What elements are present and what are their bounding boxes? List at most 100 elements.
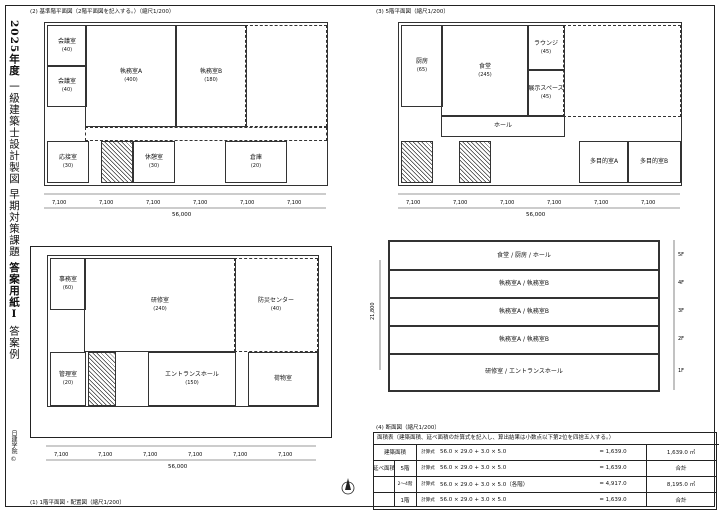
plan2-dimensions: 7,100 7,100 7,100 7,100 7,100 7,100 56,0… bbox=[44, 193, 326, 218]
plan5-elevator bbox=[459, 141, 491, 183]
row-label: 建築面積 bbox=[374, 444, 417, 460]
calc-label: 計算式 bbox=[421, 466, 435, 471]
plan2-room: 会議室(40) bbox=[47, 25, 87, 67]
plan1-dim: 7,100 bbox=[278, 452, 292, 458]
section-floor-name: 3F bbox=[678, 308, 684, 314]
plan5-room: 食堂(245) bbox=[441, 25, 529, 117]
formula: 56.0 × 29.0 + 3.0 × 5.0 bbox=[440, 465, 507, 471]
plan5-drawing: 厨房(65) 食堂(245) ラウンジ(45) 展示スペース(45) ホール 多… bbox=[398, 22, 682, 186]
formula: 56.0 × 29.0 + 3.0 × 5.0 bbox=[440, 449, 507, 455]
section-floor: 研修室 / エントランスホール bbox=[389, 353, 659, 391]
section-floor: 食堂 / 厨房 / ホール bbox=[389, 241, 659, 271]
plan5-room: ラウンジ(45) bbox=[527, 25, 565, 71]
plan2-room: 休憩室(30) bbox=[133, 141, 175, 183]
plan2-room: 応接室(30) bbox=[47, 141, 89, 183]
section-floor: 執務室A / 執務室B bbox=[389, 269, 659, 299]
plan1-dim: 7,100 bbox=[233, 452, 247, 458]
plan1-room: 荷物室 bbox=[248, 352, 318, 406]
sheet-border bbox=[5, 5, 715, 507]
plan2-room: 倉庫(20) bbox=[225, 141, 287, 183]
plan2-dim: 7,100 bbox=[240, 200, 254, 206]
plan5-room: 展示スペース(45) bbox=[527, 69, 565, 117]
plan1-room: エントランスホール(150) bbox=[148, 352, 236, 406]
plan1-room: 事務室(60) bbox=[50, 258, 86, 310]
result: = 1,639.0 bbox=[580, 492, 647, 507]
area-table: 面積表（建築面積、延べ面積の計算式を記入し、算出結果は小数点以下第2位を四捨五入… bbox=[373, 432, 719, 510]
plan2-dim: 7,100 bbox=[193, 200, 207, 206]
table-row: 建築面積 計算式 56.0 × 29.0 + 3.0 × 5.0 = 1,639… bbox=[374, 444, 716, 461]
plan2-room: 執務室B(180) bbox=[175, 25, 247, 127]
plan2-dim-total: 56,000 bbox=[172, 212, 192, 218]
section-floor-name: 1F bbox=[678, 368, 684, 374]
title-category: 早期対策課題 bbox=[8, 188, 20, 258]
plan5-dim: 7,100 bbox=[547, 200, 561, 206]
section-caption: (4) 断面図（縮尺1/200） bbox=[376, 425, 440, 431]
plan1-drawing: 事務室(60) 研修室(240) 防災センター(40) エントランスホール(15… bbox=[47, 255, 319, 407]
total-header: 合計 bbox=[675, 466, 687, 472]
plan5-dim: 7,100 bbox=[641, 200, 655, 206]
north-arrow-icon bbox=[341, 478, 355, 495]
plan2-corridor bbox=[85, 127, 327, 141]
plan1-room: 防災センター(40) bbox=[234, 258, 318, 352]
result: = 1,639.0 bbox=[580, 460, 647, 476]
table-row: 1階 計算式 56.0 × 29.0 + 3.0 × 5.0 = 1,639.0… bbox=[374, 492, 716, 507]
table-row: 延べ面積 5階 計算式 56.0 × 29.0 + 3.0 × 5.0 = 1,… bbox=[374, 460, 716, 477]
section-drawing: 食堂 / 厨房 / ホール 執務室A / 執務室B 執務室A / 執務室B 執務… bbox=[388, 240, 660, 392]
formula: 56.0 × 29.0 + 3.0 × 5.0 bbox=[440, 496, 507, 503]
section-floor-name: 5F bbox=[678, 252, 684, 258]
plan5-dim: 7,100 bbox=[594, 200, 608, 206]
plan1-dim: 7,100 bbox=[188, 452, 202, 458]
section-floor: 執務室A / 執務室B bbox=[389, 297, 659, 327]
plan1-room: 研修室(240) bbox=[84, 258, 236, 352]
plan1-stair bbox=[88, 352, 116, 406]
plan2-dim: 7,100 bbox=[52, 200, 66, 206]
plan1-dimensions: 7,100 7,100 7,100 7,100 7,100 7,100 56,0… bbox=[46, 445, 316, 470]
section-floor: 執務室A / 執務室B bbox=[389, 325, 659, 355]
side-title: 2025年度 一級建築士設計製図 早期対策課題 答案用紙Ⅰ 答案例 bbox=[2, 20, 24, 480]
section-height-label: 21,800 bbox=[370, 303, 376, 321]
plan5-dimensions: 7,100 7,100 7,100 7,100 7,100 7,100 56,0… bbox=[398, 193, 680, 218]
row-label: 延べ面積 bbox=[374, 460, 395, 476]
plan5-dim: 7,100 bbox=[453, 200, 467, 206]
plan5-seating bbox=[563, 25, 681, 117]
title-kind: 答案例 bbox=[8, 325, 20, 360]
plan1-dim-total: 56,000 bbox=[168, 464, 188, 470]
row-label bbox=[374, 476, 395, 492]
plan5-room: ホール bbox=[441, 115, 565, 137]
plan2-dim: 7,100 bbox=[99, 200, 113, 206]
total: 1,639.0 ㎡ bbox=[666, 450, 696, 456]
plan1-caption: (1) 1階平面図・配置図（縮尺1/200） bbox=[30, 500, 125, 506]
calc-label: 計算式 bbox=[421, 450, 435, 455]
plan5-dim: 7,100 bbox=[406, 200, 420, 206]
plan5-room: 多目的室A bbox=[579, 141, 629, 183]
plan2-desk-area bbox=[245, 25, 327, 127]
row-sub: 2〜4階 bbox=[394, 476, 417, 492]
title-exam: 一級建築士設計製図 bbox=[8, 80, 20, 185]
plan2-stair bbox=[101, 141, 133, 183]
total: 合計 bbox=[675, 497, 687, 504]
calc-label: 計算式 bbox=[421, 497, 435, 503]
row-sub: 5階 bbox=[394, 460, 417, 476]
plan5-stair bbox=[401, 141, 433, 183]
plan2-room: 執務室A(400) bbox=[85, 25, 177, 127]
site-boundary: 事務室(60) 研修室(240) 防災センター(40) エントランスホール(15… bbox=[30, 246, 332, 438]
plan5-room: 多目的室B bbox=[627, 141, 681, 183]
title-year: 2025年度 bbox=[8, 20, 20, 77]
result: = 1,639.0 bbox=[580, 444, 647, 460]
calc-label: 計算式 bbox=[421, 482, 435, 487]
plan2-dim: 7,100 bbox=[287, 200, 301, 206]
plan5-room: 厨房(65) bbox=[401, 25, 443, 107]
side-footer: 日建学院 © bbox=[10, 430, 17, 463]
row-label bbox=[374, 492, 395, 507]
plan2-caption: (2) 基準階平面図（2階平面図を記入する。）（縮尺1/200） bbox=[30, 9, 175, 15]
section-floor-name: 2F bbox=[678, 336, 684, 342]
plan2-dim: 7,100 bbox=[146, 200, 160, 206]
title-sheet: 答案用紙Ⅰ bbox=[8, 261, 20, 321]
section-height: 21,800 bbox=[370, 260, 381, 370]
plan1-dim: 7,100 bbox=[54, 452, 68, 458]
plan1-dim: 7,100 bbox=[143, 452, 157, 458]
plan2-room: 会議室(40) bbox=[47, 65, 87, 107]
section-floor-name: 4F bbox=[678, 280, 684, 286]
formula: 56.0 × 29.0 + 3.0 × 5.0（各階） bbox=[440, 482, 529, 488]
